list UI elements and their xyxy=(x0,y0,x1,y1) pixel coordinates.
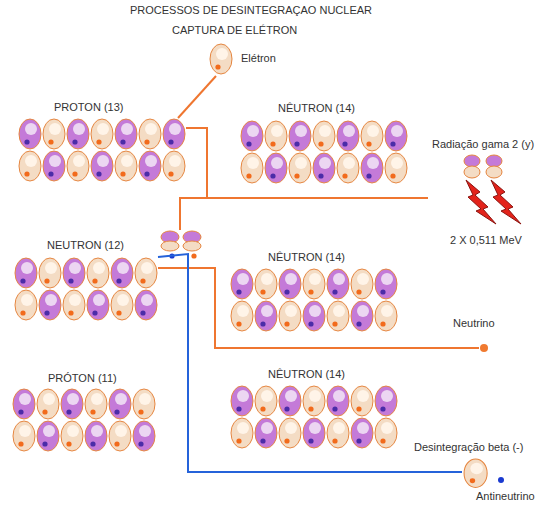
connector-line xyxy=(186,128,428,198)
neutron-group xyxy=(230,268,398,332)
nucleon-grid xyxy=(18,118,186,182)
leader-line xyxy=(180,198,207,230)
proton-group xyxy=(12,388,156,452)
subtitle-label: CAPTURA DE ELÉTRON xyxy=(172,24,297,37)
antineutrino-dot xyxy=(498,477,504,483)
beta-particle xyxy=(464,459,487,488)
node-heading: NEUTRON (12) xyxy=(47,239,124,252)
nucleon-group: PROTON (13) xyxy=(18,118,186,182)
nucleon-grid xyxy=(12,388,156,452)
nucleon-group: NÊUTRON (14) xyxy=(230,385,398,449)
node-heading: Desintegração beta (-) xyxy=(414,441,523,454)
nucleon-group: NEUTRON (12) xyxy=(14,257,158,321)
nucleon-group: NÊUTRON (14) xyxy=(230,268,398,332)
node-heading: NÊUTRON (14) xyxy=(268,251,345,264)
node-heading: Antineutrino xyxy=(476,490,535,503)
neutrino-dot xyxy=(191,253,196,258)
node-heading: Elétron xyxy=(241,52,276,65)
nucleon-grid xyxy=(230,268,398,332)
nucleon-grid xyxy=(230,385,398,449)
beta-node: Desintegração beta (-) xyxy=(462,458,488,488)
particle-pair xyxy=(161,231,201,251)
neutrino-node: Neutrino xyxy=(479,343,489,353)
gamma-bolt xyxy=(491,180,521,224)
diagram-title: PROCESSOS DE DESINTEGRAÇAO NUCLEAR xyxy=(130,4,372,17)
node-heading: Neutrino xyxy=(453,317,495,330)
gamma-particle xyxy=(464,155,480,178)
connector-line xyxy=(158,268,479,348)
nucleon-group: PRÓTON (11) xyxy=(12,388,156,452)
gamma-particle xyxy=(486,155,502,178)
nucleon-grid xyxy=(14,257,158,321)
node-heading: NÊUTRON (14) xyxy=(268,368,345,381)
connector-line xyxy=(178,76,216,118)
connector-line xyxy=(158,254,462,472)
neutron-group xyxy=(240,120,408,184)
node-heading: NÊUTRON (14) xyxy=(278,102,355,115)
node-text: 2 X 0,511 MeV xyxy=(450,234,522,247)
electron-node: Elétron xyxy=(207,43,235,76)
proton-group xyxy=(18,118,186,182)
gamma-node: Radiação gama 2 (y) 2 X 0,511 MeV xyxy=(428,138,543,248)
nucleon-group: NÊUTRON (14) xyxy=(240,120,408,184)
neutrino-dot xyxy=(480,344,488,352)
electron-particle xyxy=(210,44,232,74)
node-heading: PROTON (13) xyxy=(54,101,123,114)
antineutrino-node: Antineutrino xyxy=(497,476,505,484)
node-heading: Radiação gama 2 (y) xyxy=(432,138,534,151)
gamma-bolt xyxy=(466,180,496,224)
nucleon-grid xyxy=(240,120,408,184)
neutron-group xyxy=(230,385,398,449)
node-heading: PRÓTON (11) xyxy=(48,372,117,385)
neutron-group xyxy=(14,257,158,321)
